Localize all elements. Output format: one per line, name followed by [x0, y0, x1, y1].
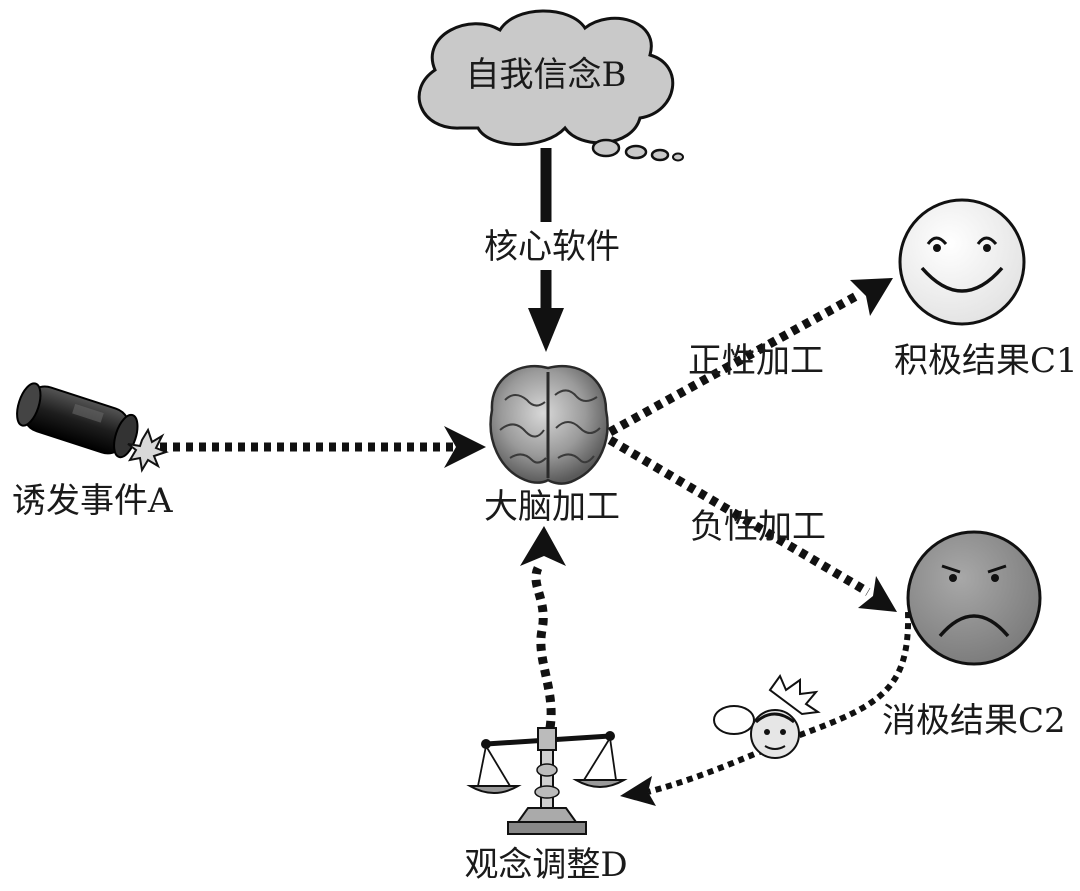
- positive-processing-label: 正性加工: [688, 341, 824, 381]
- negative-to-adjust-arrow: [620, 611, 912, 806]
- brain-icon: [489, 364, 609, 485]
- negative-result-label: 消极结果C2: [882, 701, 1066, 741]
- core-software-label: 核心软件: [484, 227, 620, 267]
- thought-cloud-icon: [417, 9, 684, 162]
- dynamite-icon: [16, 382, 169, 473]
- negative-processing-arrow: [607, 436, 897, 612]
- trigger-label: 诱发事件A: [12, 481, 173, 521]
- balance-scale-icon: [466, 727, 628, 835]
- adjust-to-brain-arrow: [520, 526, 566, 729]
- brain-label: 大脑加工: [484, 487, 620, 527]
- core-software-arrow: [528, 148, 564, 352]
- positive-result-label: 积极结果C1: [894, 341, 1078, 381]
- trigger-to-brain-arrow: [160, 426, 486, 468]
- adjust-label: 观念调整D: [464, 845, 627, 885]
- sad-face-icon: [906, 530, 1042, 666]
- belief-label: 自我信念B: [466, 55, 627, 95]
- angry-head-icon: [713, 673, 821, 759]
- smiley-face-icon: [898, 198, 1026, 326]
- negative-processing-label: 负性加工: [690, 507, 826, 547]
- positive-processing-arrow: [607, 278, 893, 436]
